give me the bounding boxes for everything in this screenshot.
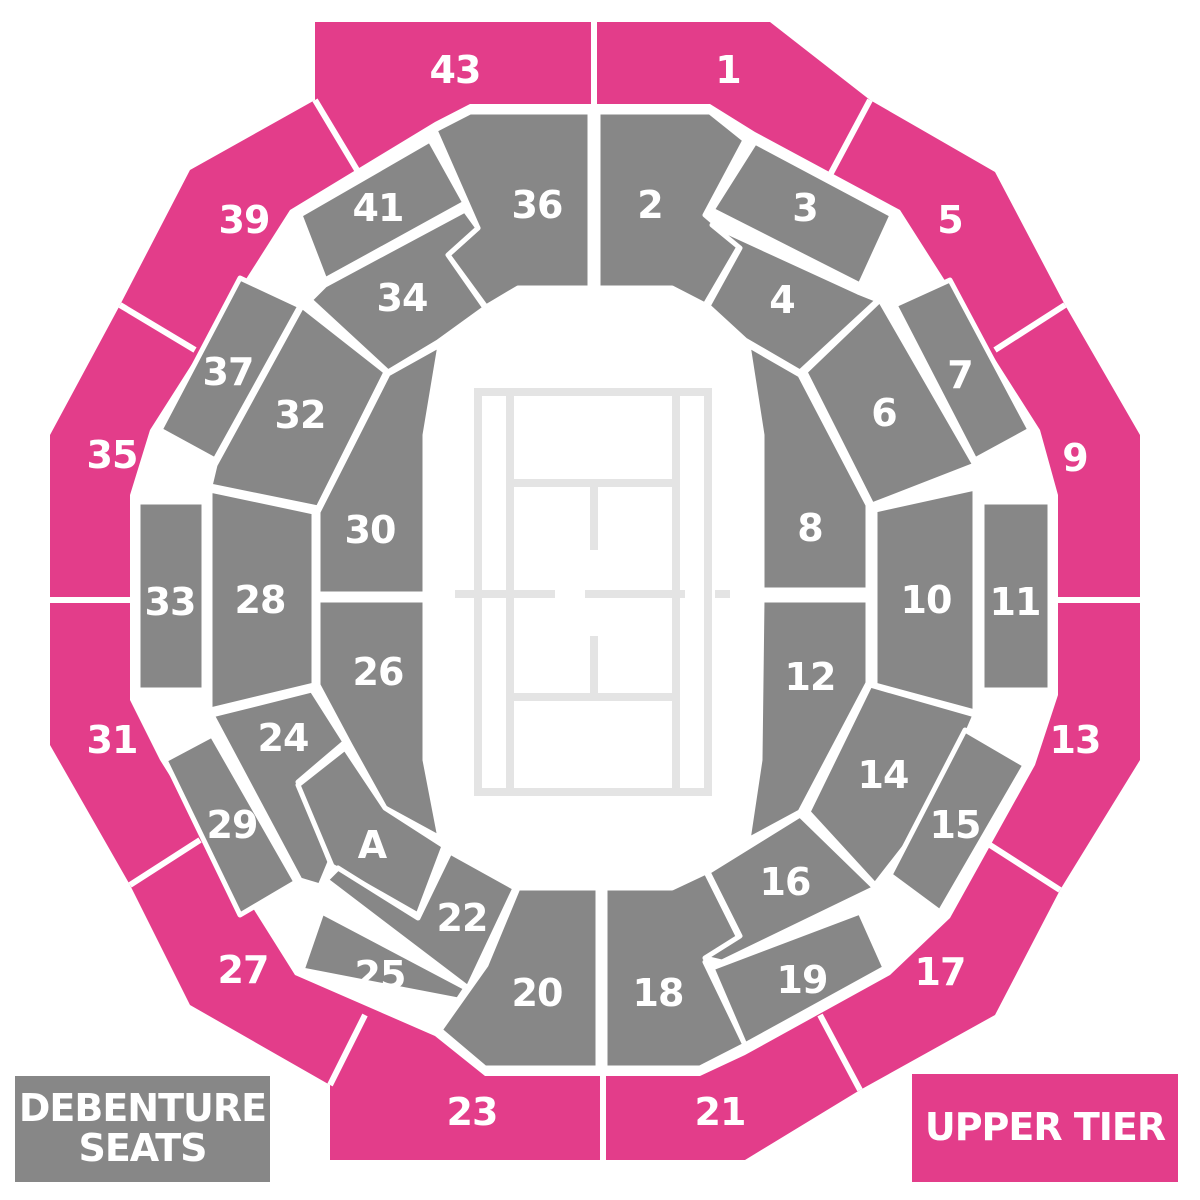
section-divider — [327, 1013, 368, 1087]
section-label-13: 13 — [1050, 718, 1101, 762]
section-divider — [128, 837, 202, 888]
section-label-18: 18 — [633, 971, 684, 1015]
section-label-27: 27 — [218, 948, 269, 992]
section-label-21: 21 — [695, 1090, 746, 1134]
section-label-43: 43 — [430, 48, 481, 92]
section-label-25: 25 — [355, 953, 406, 997]
section-10[interactable] — [872, 485, 978, 715]
section-label-14: 14 — [858, 753, 909, 797]
section-label-6: 6 — [871, 391, 896, 435]
section-label-2: 2 — [637, 183, 662, 227]
section-label-35: 35 — [87, 433, 138, 477]
section-16[interactable] — [702, 812, 878, 965]
section-label-28: 28 — [235, 578, 286, 622]
section-41[interactable] — [297, 137, 468, 283]
section-label-12: 12 — [785, 655, 836, 699]
section-label-30: 30 — [345, 508, 396, 552]
section-7[interactable] — [892, 277, 1033, 463]
section-label-7: 7 — [947, 353, 972, 397]
section-label-36: 36 — [512, 183, 563, 227]
section-30[interactable] — [315, 342, 443, 597]
section-label-11: 11 — [990, 580, 1041, 624]
section-6[interactable] — [802, 297, 978, 508]
legend-debenture-line1: DEBENTURE — [18, 1086, 267, 1131]
section-19[interactable] — [709, 909, 888, 1048]
section-33[interactable] — [135, 499, 207, 693]
section-29[interactable] — [162, 732, 299, 918]
section-a[interactable] — [295, 745, 447, 918]
section-34[interactable] — [307, 207, 488, 375]
section-label-23: 23 — [447, 1090, 498, 1134]
section-label-5: 5 — [937, 198, 962, 242]
section-divider — [988, 842, 1062, 893]
section-25[interactable] — [299, 909, 469, 1003]
section-divider — [993, 302, 1067, 353]
section-label-22: 22 — [437, 896, 488, 940]
section-label-24: 24 — [258, 716, 309, 760]
section-label-33: 33 — [145, 580, 196, 624]
section-label-39: 39 — [219, 198, 270, 242]
section-18[interactable] — [602, 869, 748, 1071]
section-label-34: 34 — [377, 276, 428, 320]
section-label-20: 20 — [512, 971, 563, 1015]
section-label-19: 19 — [777, 958, 828, 1002]
section-label-32: 32 — [275, 393, 326, 437]
section-divider — [827, 98, 873, 177]
section-label-31: 31 — [87, 718, 138, 762]
section-label-15: 15 — [930, 803, 981, 847]
tennis-court — [455, 388, 730, 796]
section-label-a: A — [358, 823, 388, 867]
section-label-16: 16 — [760, 860, 811, 904]
section-8[interactable] — [745, 342, 871, 593]
section-label-8: 8 — [797, 506, 822, 550]
legend-upper-tier: UPPER TIER — [912, 1074, 1178, 1182]
section-15[interactable] — [887, 727, 1028, 915]
section-20[interactable] — [437, 885, 601, 1071]
section-3[interactable] — [709, 139, 895, 288]
section-12[interactable] — [745, 597, 871, 843]
debenture-sections — [135, 109, 1053, 1071]
section-divider — [817, 1013, 863, 1092]
section-label-1: 1 — [715, 48, 740, 92]
section-label-37: 37 — [203, 350, 254, 394]
section-label-26: 26 — [353, 650, 404, 694]
section-4[interactable] — [705, 222, 881, 375]
section-divider — [312, 98, 363, 177]
section-divider — [118, 302, 197, 353]
legend-debenture-line2: SEATS — [78, 1126, 207, 1170]
section-label-3: 3 — [792, 186, 817, 230]
section-label-9: 9 — [1062, 436, 1087, 480]
section-label-29: 29 — [207, 803, 258, 847]
section-label-10: 10 — [901, 578, 952, 622]
section-label-41: 41 — [353, 186, 404, 230]
section-label-17: 17 — [915, 950, 966, 994]
section-label-4: 4 — [769, 278, 794, 322]
section-28[interactable] — [207, 487, 317, 713]
section-11[interactable] — [979, 499, 1053, 693]
